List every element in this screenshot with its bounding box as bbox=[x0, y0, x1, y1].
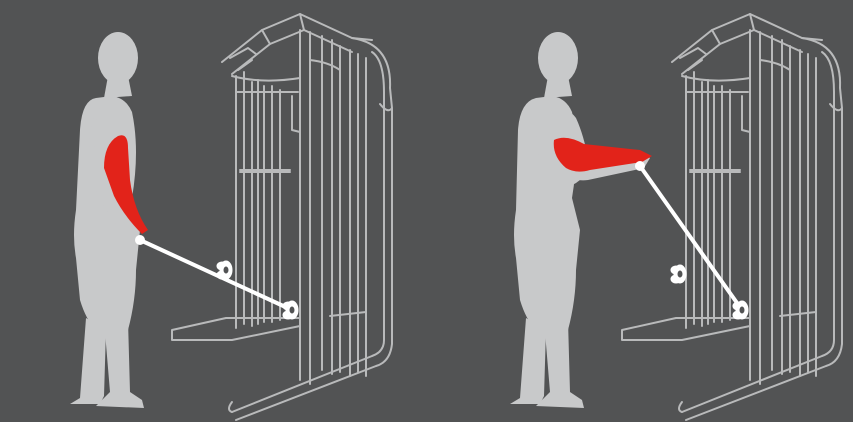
pulley-side bbox=[671, 265, 686, 283]
left-panel bbox=[70, 14, 392, 420]
pulley-lower bbox=[733, 301, 748, 319]
pulley-lower bbox=[283, 301, 298, 319]
cable bbox=[635, 161, 742, 310]
figure-end-pose bbox=[510, 32, 650, 408]
cable-machine bbox=[172, 14, 392, 420]
right-panel bbox=[510, 14, 842, 420]
cable bbox=[135, 235, 292, 310]
pulley-handle bbox=[217, 261, 232, 279]
cable-machine bbox=[622, 14, 842, 420]
